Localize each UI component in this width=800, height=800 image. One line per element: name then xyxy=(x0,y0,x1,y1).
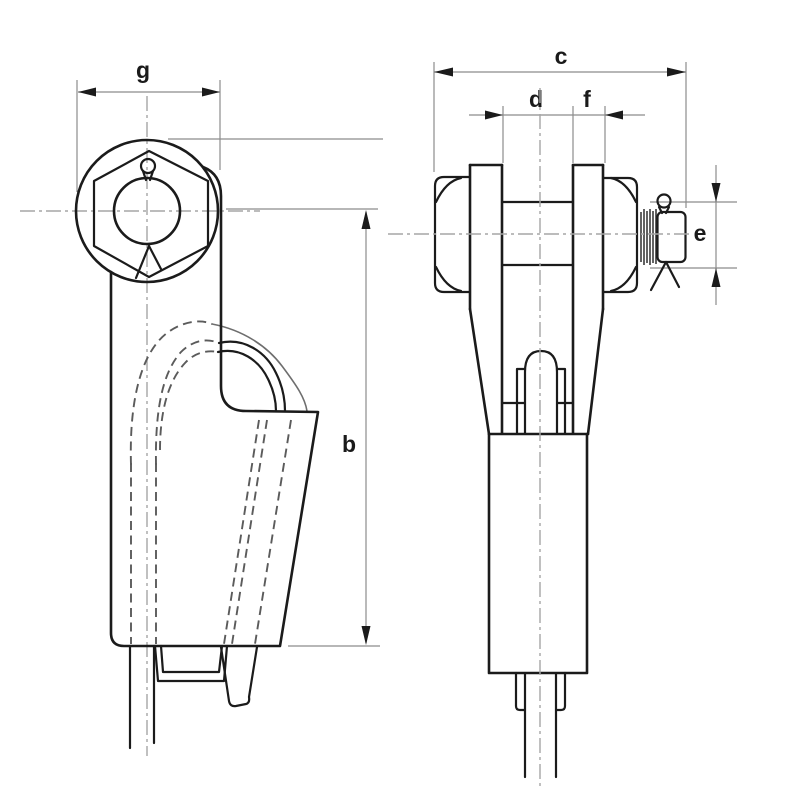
hidden-loop-inner-arc-1 xyxy=(155,339,220,466)
side-pin-end xyxy=(640,193,687,292)
dim-label-f: f xyxy=(583,86,591,112)
cotter-pin-neck-right xyxy=(148,169,155,182)
cotter-leg-left-side xyxy=(649,260,668,292)
hex-nut xyxy=(92,149,210,279)
nut-chamfer-bottom xyxy=(609,265,638,293)
socket-body-outline xyxy=(109,165,320,648)
dim-label-b: b xyxy=(342,431,356,457)
front-visible-rope xyxy=(128,323,308,750)
hidden-deadend-edge-1 xyxy=(223,419,260,645)
front-pin-assembly xyxy=(74,138,220,284)
front-view: g b xyxy=(20,57,383,756)
front-hidden-rope xyxy=(129,320,292,645)
nut-chamfer-top xyxy=(609,176,638,204)
bolt-head-chamfer-top xyxy=(434,176,463,204)
cotter-leg-right-side xyxy=(664,260,681,289)
exit-collar-left xyxy=(514,671,527,712)
dim-label-c: c xyxy=(555,43,568,69)
wedge-collar-right xyxy=(555,367,567,435)
bolt-head-chamfer-bottom xyxy=(434,265,463,293)
dimension-b: b xyxy=(168,138,383,647)
dimension-d-f: d f xyxy=(469,86,645,163)
side-body xyxy=(468,307,605,779)
pin-end-cap xyxy=(656,210,687,264)
cotter-neck-left-side xyxy=(657,205,664,215)
dim-e-arrow-top xyxy=(711,183,721,202)
dim-b-arrow-bottom xyxy=(361,626,371,645)
hidden-deadend-edge-3 xyxy=(254,419,292,645)
cotter-neck-right-side xyxy=(664,205,671,215)
wedge-tail-outer xyxy=(153,644,229,683)
dim-d-arrow xyxy=(485,110,503,120)
taper-left xyxy=(468,307,491,436)
dimension-c: c xyxy=(433,43,687,208)
cotter-pin-leg-left xyxy=(134,244,151,280)
hidden-loop-outer-arc xyxy=(129,320,213,466)
hidden-deadend-edge-2 xyxy=(231,419,268,645)
front-socket-body xyxy=(109,165,320,683)
dim-c-arrow-left xyxy=(434,67,453,77)
lower-body-outline xyxy=(487,432,589,675)
rope-loop-arc-2 xyxy=(216,349,278,413)
rope-dead-end-stub xyxy=(219,645,259,708)
dim-label-g: g xyxy=(136,57,150,83)
pin-circle xyxy=(112,176,182,246)
dim-f-arrow xyxy=(605,110,623,120)
front-centerlines xyxy=(20,96,260,756)
cotter-pin-neck-left xyxy=(141,169,148,182)
side-nut xyxy=(601,176,639,294)
rope-loop-arc-1 xyxy=(217,340,287,413)
rope-loop-outer-arc xyxy=(211,323,308,412)
cotter-pin-loop-side xyxy=(656,193,672,209)
wedge-tongue xyxy=(523,349,559,433)
nut-outline xyxy=(601,176,639,294)
side-centerlines xyxy=(388,88,692,788)
cotter-pin-loop xyxy=(139,157,157,175)
dim-b-arrow-top xyxy=(361,210,371,229)
hidden-loop-inner-arc-2 xyxy=(159,350,219,451)
socket-eye-circle xyxy=(74,138,220,284)
dim-label-e: e xyxy=(694,220,707,246)
dim-e-arrow-bottom xyxy=(711,268,721,287)
wedge-tail-inner xyxy=(159,644,224,674)
dim-g-arrow-left xyxy=(78,87,96,97)
wedge-collar-left xyxy=(515,367,527,435)
side-clevis xyxy=(468,163,605,435)
taper-right xyxy=(586,307,605,436)
side-view: c d f e xyxy=(388,43,737,788)
dim-g-arrow-right xyxy=(202,87,220,97)
dim-label-d: d xyxy=(529,86,543,112)
dimension-g: g xyxy=(76,57,221,192)
cotter-pin-leg-right xyxy=(147,244,163,271)
dim-c-arrow-right xyxy=(667,67,686,77)
exit-collar-right xyxy=(554,671,567,712)
dimension-e: e xyxy=(650,165,737,305)
